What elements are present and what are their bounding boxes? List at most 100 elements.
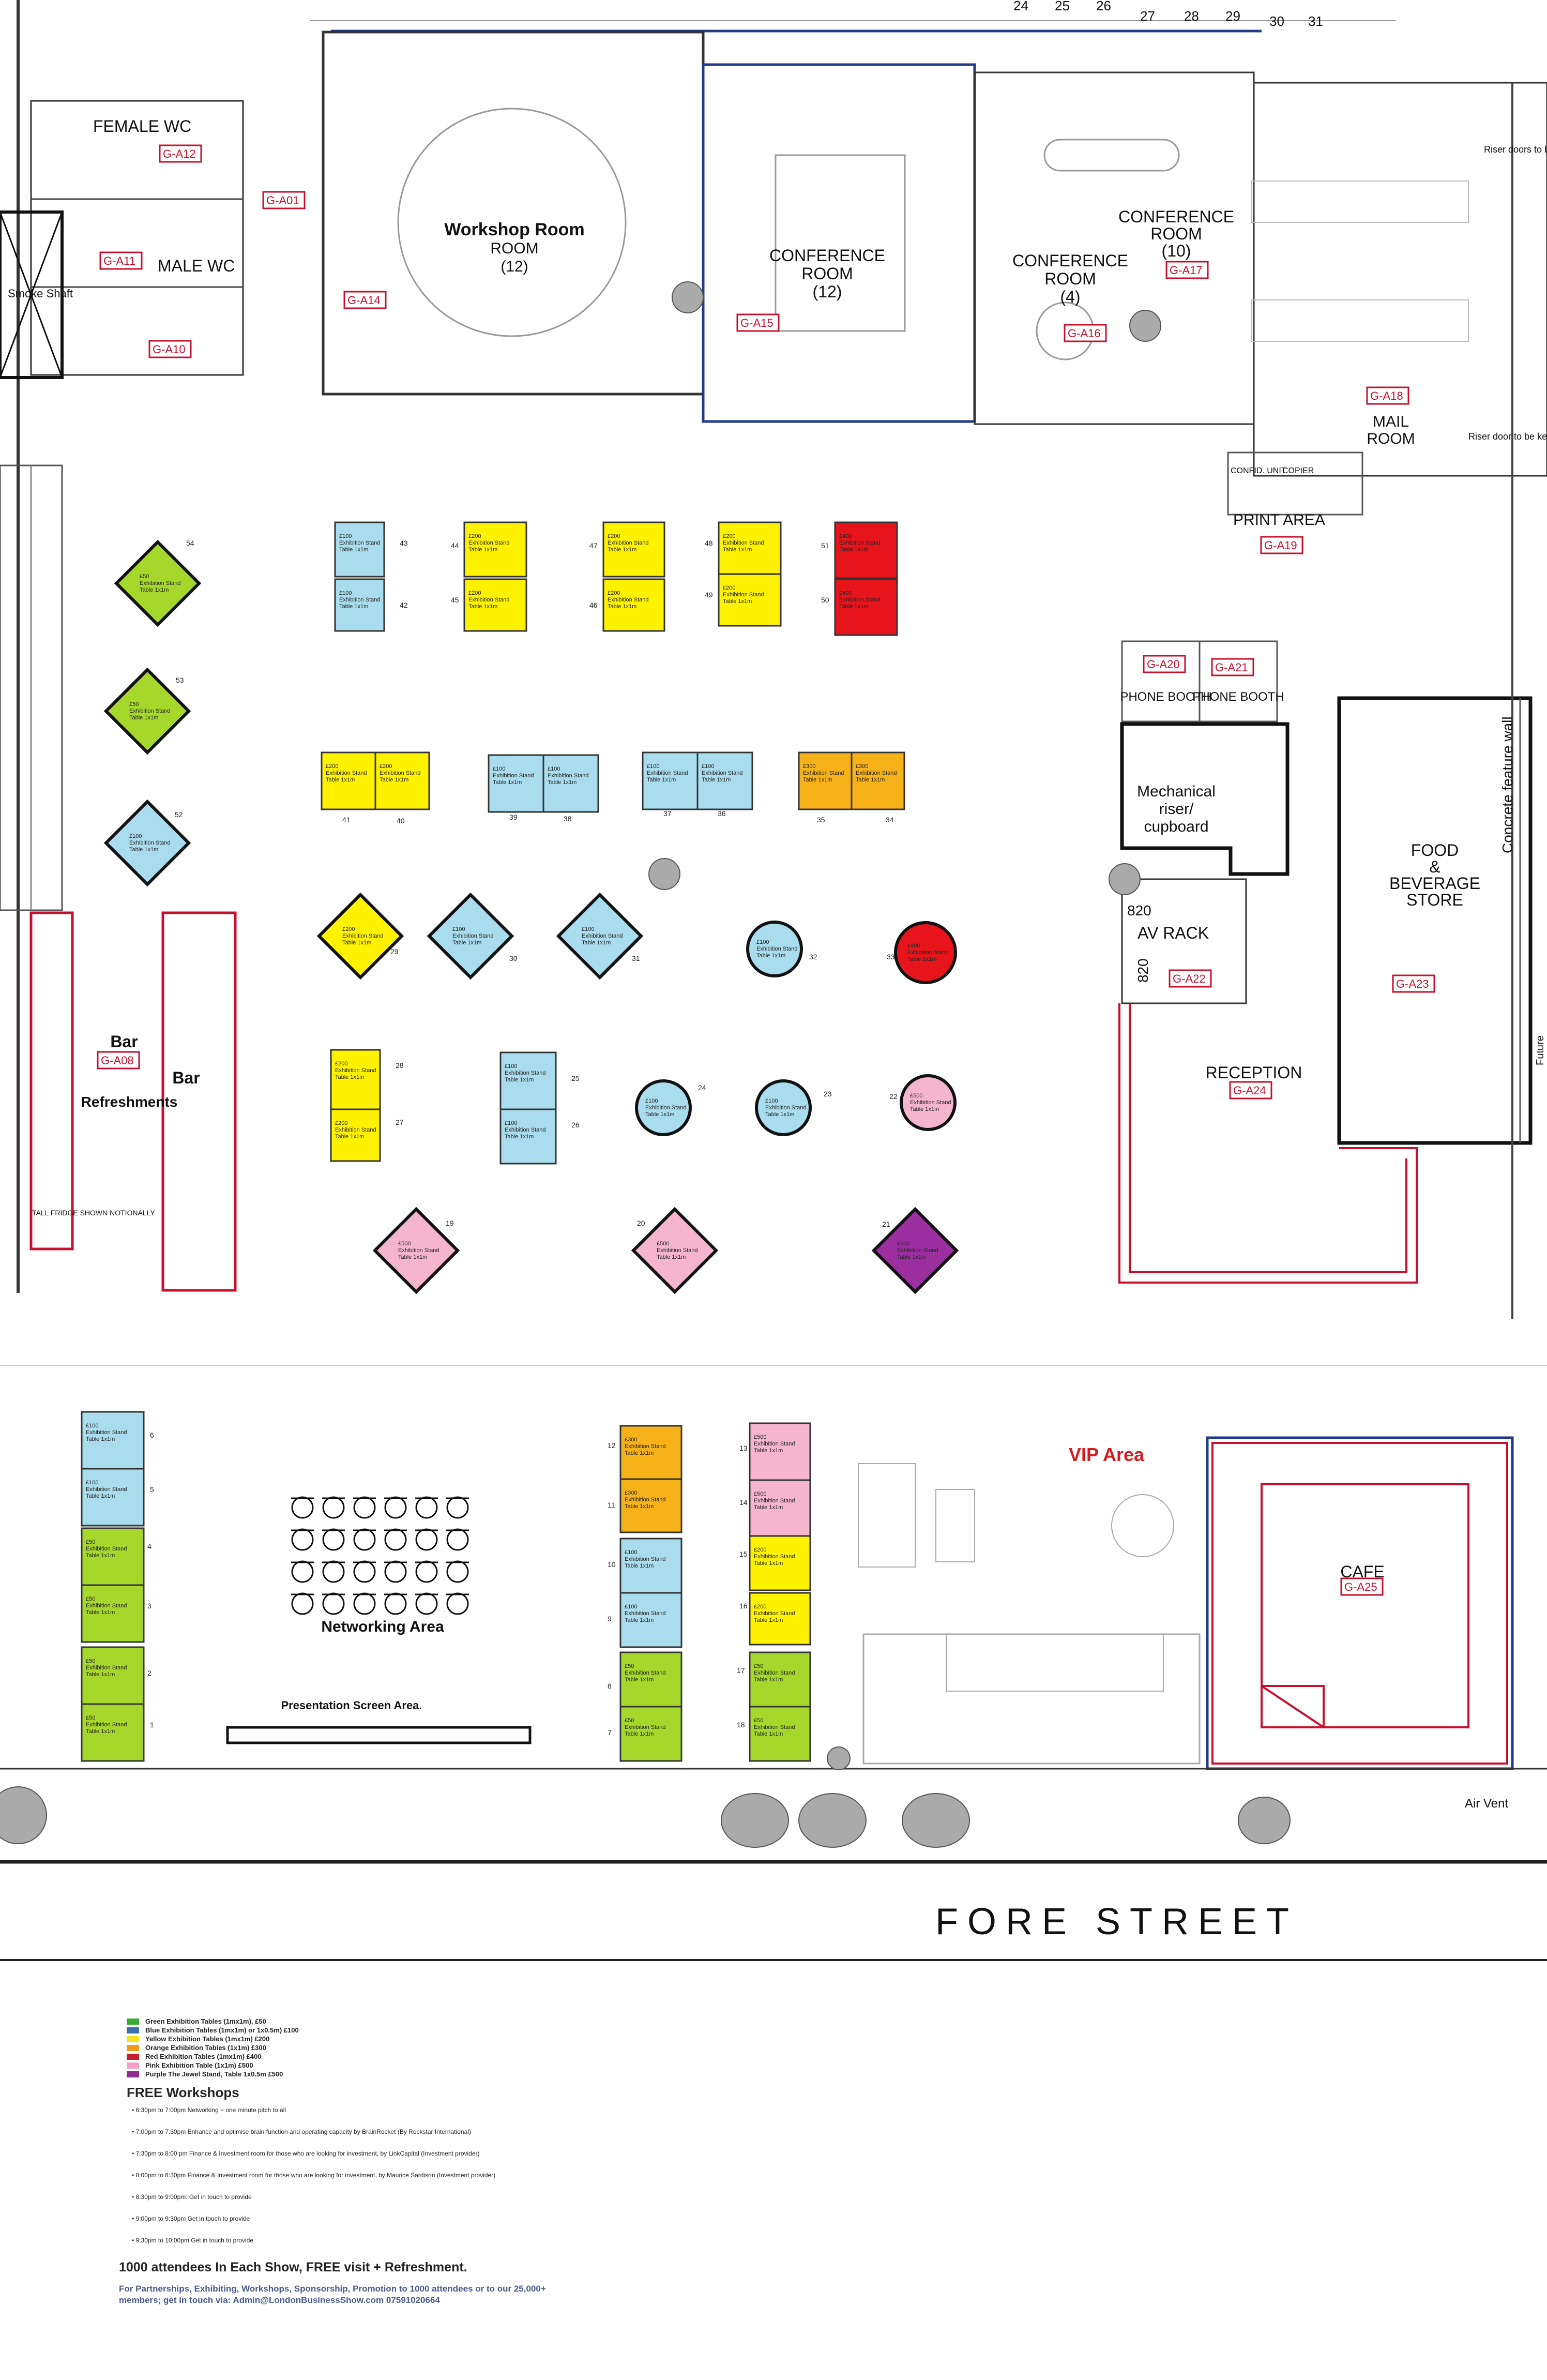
- stand-table[interactable]: [749, 1592, 811, 1646]
- stand-table[interactable]: [635, 1079, 692, 1136]
- stand-table[interactable]: [463, 521, 527, 578]
- stand-table[interactable]: [316, 892, 404, 980]
- stand-table[interactable]: [631, 1207, 719, 1294]
- stand-table[interactable]: [619, 1538, 682, 1594]
- stand-table[interactable]: [755, 1079, 812, 1136]
- stand-table[interactable]: [602, 521, 665, 578]
- stand-table[interactable]: [834, 521, 898, 579]
- stand-table[interactable]: [834, 578, 898, 636]
- stand-table[interactable]: [81, 1411, 145, 1470]
- stand-table[interactable]: [718, 573, 782, 627]
- stand-table[interactable]: [81, 1646, 145, 1705]
- stand-table[interactable]: [894, 921, 957, 984]
- stand-table[interactable]: [619, 1592, 682, 1648]
- stand-table[interactable]: [619, 1706, 682, 1762]
- stand-table[interactable]: [746, 921, 803, 977]
- stand-table[interactable]: [619, 1651, 682, 1708]
- stand-table[interactable]: [81, 1584, 145, 1643]
- stand-table[interactable]: [749, 1422, 811, 1481]
- stand-table[interactable]: [556, 892, 644, 980]
- stand-table[interactable]: [114, 539, 202, 627]
- stand-table[interactable]: [81, 1703, 145, 1762]
- stand-table[interactable]: [602, 578, 665, 632]
- stand-table[interactable]: [330, 1108, 381, 1162]
- stand-table[interactable]: [749, 1479, 811, 1537]
- stand-table[interactable]: [334, 578, 385, 632]
- stand-table[interactable]: [81, 1468, 145, 1527]
- stand-table[interactable]: [696, 751, 753, 810]
- stand-table[interactable]: [372, 1207, 460, 1294]
- stand-table[interactable]: [642, 751, 699, 810]
- stand-table[interactable]: [499, 1108, 557, 1165]
- stand-table[interactable]: [103, 799, 191, 887]
- stand-table[interactable]: [749, 1535, 811, 1591]
- stand-table[interactable]: [871, 1207, 959, 1294]
- stand-table[interactable]: [463, 578, 527, 632]
- stand-table[interactable]: [103, 667, 191, 755]
- stand-table[interactable]: [334, 521, 385, 578]
- stand-table[interactable]: [81, 1527, 145, 1586]
- stand-table[interactable]: [900, 1074, 957, 1131]
- stand-table[interactable]: [488, 754, 544, 813]
- stand-table[interactable]: [427, 892, 514, 980]
- stand-table[interactable]: [619, 1478, 682, 1533]
- stand-table[interactable]: [749, 1706, 811, 1762]
- stand-table[interactable]: [374, 751, 430, 810]
- stand-table[interactable]: [851, 751, 905, 810]
- stand-table[interactable]: [798, 751, 853, 810]
